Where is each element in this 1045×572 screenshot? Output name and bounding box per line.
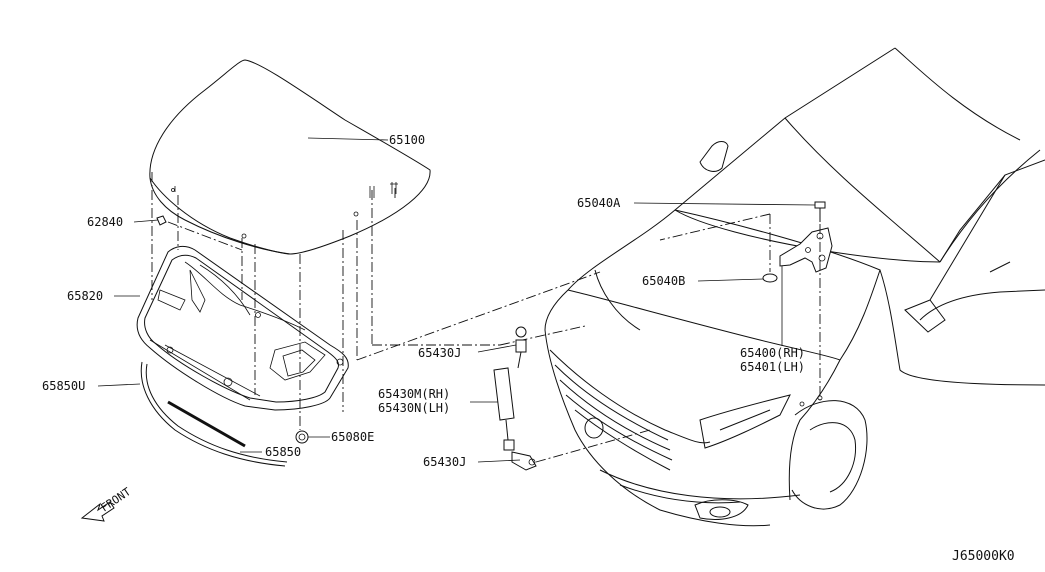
hood-panel [149,59,431,255]
callout-65850u: 65850U [42,379,85,393]
callout-65401: 65401(LH) [740,360,805,374]
hood-gas-strut [493,326,651,471]
callout-65080e: 65080E [331,430,374,444]
diagram-code: J65000K0 [952,549,1015,564]
callout-65040b: 65040B [642,274,685,288]
callout-65850: 65850 [265,445,301,459]
hood-hinge [659,201,833,400]
clip-62840 [156,215,167,226]
callout-65040a: 65040A [577,196,621,210]
weatherstrip-65850u [140,361,288,467]
front-direction-arrow [80,501,115,522]
hood-bumper-65080e [295,430,309,444]
hood-fasteners [171,182,398,239]
callout-65430n: 65430N(LH) [378,401,450,415]
callout-65400: 65400(RH) [740,346,805,360]
callout-65430j-top: 65430J [418,346,461,360]
callout-65430m: 65430M(RH) [378,387,450,401]
hood-alignment-lines [151,172,601,430]
car-body [544,47,1045,527]
leader-lines [97,137,816,463]
callout-65430j-bottom: 65430J [423,455,466,469]
hood-inner-insulator [136,245,349,411]
callout-65100: 65100 [389,133,425,147]
callout-labels: 65100 62840 65820 65850U 65850 65080E 65… [42,133,1015,564]
callout-65820: 65820 [67,289,103,303]
callout-62840: 62840 [87,215,123,229]
hood-seal-65850 [167,400,246,448]
front-label: FRONT [98,485,133,515]
